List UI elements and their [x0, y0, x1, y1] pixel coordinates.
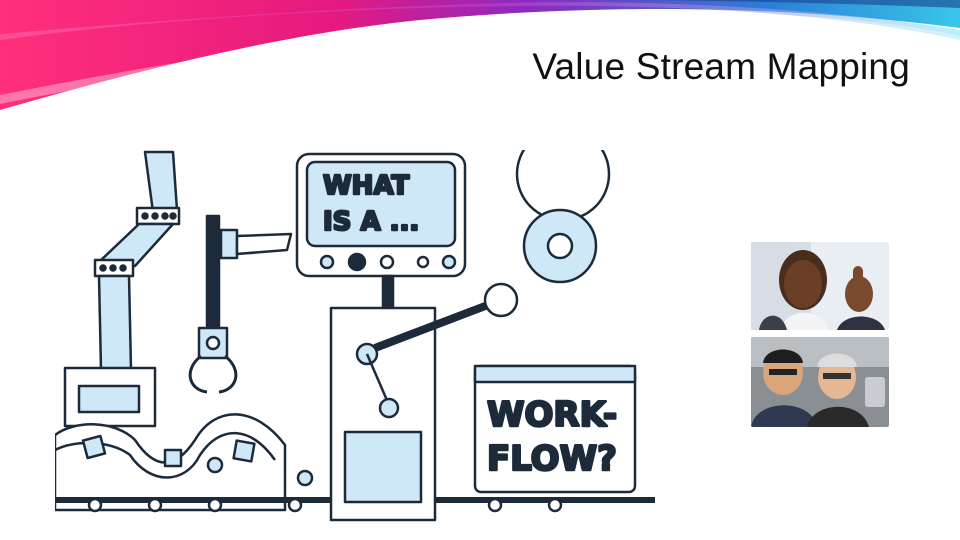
monitor-text-line1: WHAT	[323, 171, 410, 201]
woman-thumbs-up-photo	[751, 242, 889, 330]
two-men-selfie-photo	[751, 337, 889, 427]
workflow-machine-illustration: WHAT IS A ... WORK- FLOW?	[55, 150, 655, 522]
header-swoosh-banner	[0, 0, 960, 110]
box-text-line2: FLOW?	[487, 439, 617, 479]
monitor-text-line2: IS A ...	[323, 207, 419, 237]
box-text-line1: WORK-	[487, 395, 617, 435]
slide-title: Value Stream Mapping	[532, 46, 910, 87]
